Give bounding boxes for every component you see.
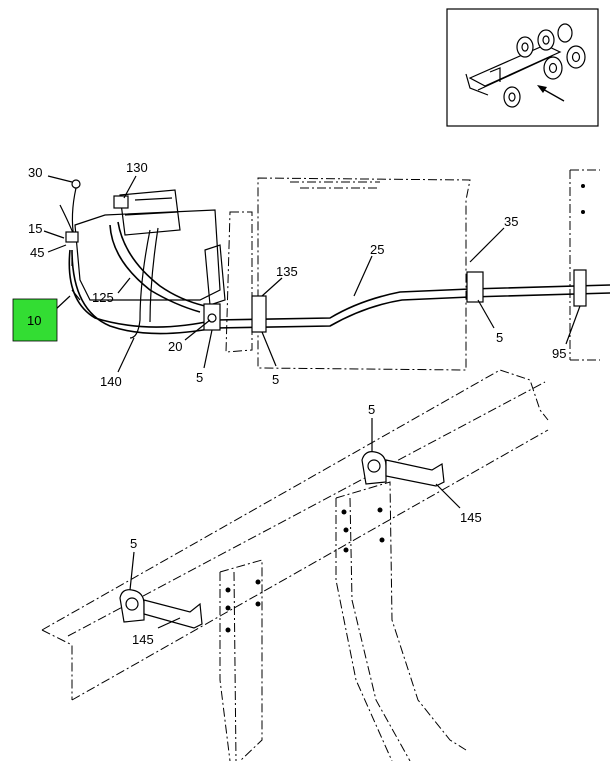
callout-145-upper-bracket[interactable]: 145	[460, 510, 482, 525]
callout-140[interactable]: 140	[100, 374, 122, 389]
callout-5-clamp-right[interactable]: 5	[496, 330, 503, 345]
callout-145-lower-bracket[interactable]: 145	[132, 632, 154, 647]
callout-5-clamp-mid[interactable]: 5	[272, 372, 279, 387]
callout-35[interactable]: 35	[504, 214, 518, 229]
callout-45[interactable]: 45	[30, 245, 44, 260]
callout-10[interactable]: 10	[27, 313, 41, 328]
callout-30[interactable]: 30	[28, 165, 42, 180]
callouts: 30 130 15 45 10 125 20 140 5 5 135 25 35…	[12, 160, 566, 647]
callout-10-highlight	[12, 298, 58, 342]
callout-25[interactable]: 25	[370, 242, 384, 257]
callout-5-upper-clip[interactable]: 5	[368, 402, 375, 417]
callout-5-clamp-left[interactable]: 5	[196, 370, 203, 385]
callout-5-lower-clip[interactable]: 5	[130, 536, 137, 551]
locator-inset	[446, 8, 599, 127]
frame-rail	[41, 369, 549, 761]
callout-95[interactable]: 95	[552, 346, 566, 361]
callout-130[interactable]: 130	[126, 160, 148, 175]
upper-assembly	[59, 169, 610, 371]
callout-15[interactable]: 15	[28, 221, 42, 236]
callout-135[interactable]: 135	[276, 264, 298, 279]
leader-lines	[43, 175, 581, 629]
callout-125[interactable]: 125	[92, 290, 114, 305]
callout-20[interactable]: 20	[168, 339, 182, 354]
